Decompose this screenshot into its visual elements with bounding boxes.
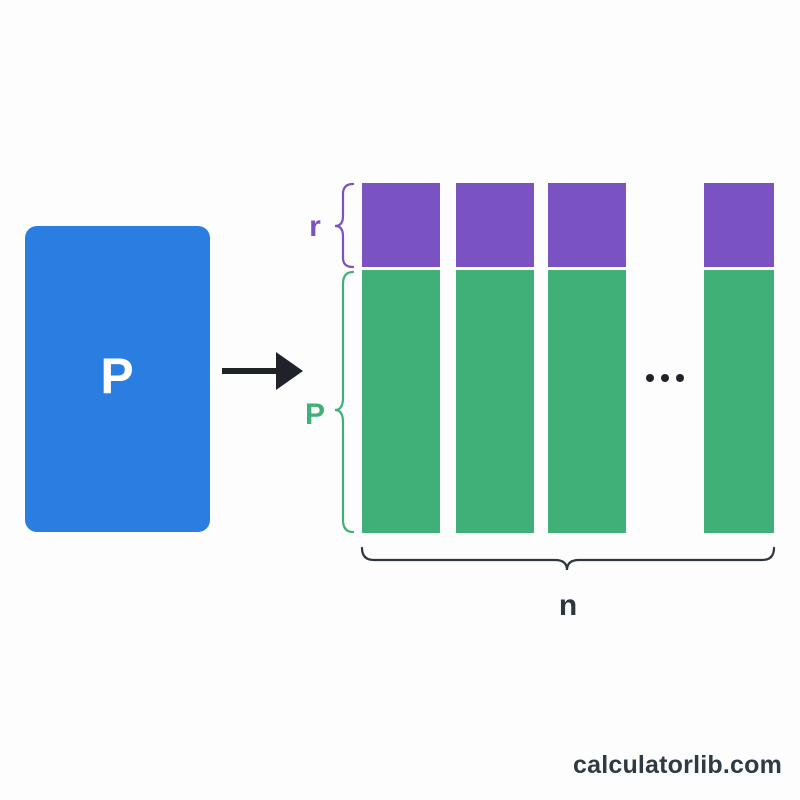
column-1-bottom — [362, 270, 440, 533]
column-3-top — [548, 183, 626, 267]
p-brace — [334, 270, 355, 534]
column-2 — [456, 183, 534, 533]
ellipsis-icon — [646, 374, 684, 382]
column-last — [704, 183, 774, 533]
column-1-top — [362, 183, 440, 267]
column-3 — [548, 183, 626, 533]
r-brace — [334, 182, 355, 269]
source-block-label: P — [100, 348, 133, 404]
column-last-top — [704, 183, 774, 267]
column-3-bottom — [548, 270, 626, 533]
n-brace-label: n — [559, 589, 577, 622]
watermark: calculatorlib.com — [572, 751, 782, 779]
column-last-bottom — [704, 270, 774, 533]
arrow-icon — [222, 352, 303, 390]
source-block — [25, 226, 210, 532]
column-1 — [362, 183, 440, 533]
r-brace-label: r — [309, 210, 321, 243]
column-2-top — [456, 183, 534, 267]
p-brace-label: P — [305, 398, 325, 431]
n-brace — [360, 546, 776, 571]
column-2-bottom — [456, 270, 534, 533]
